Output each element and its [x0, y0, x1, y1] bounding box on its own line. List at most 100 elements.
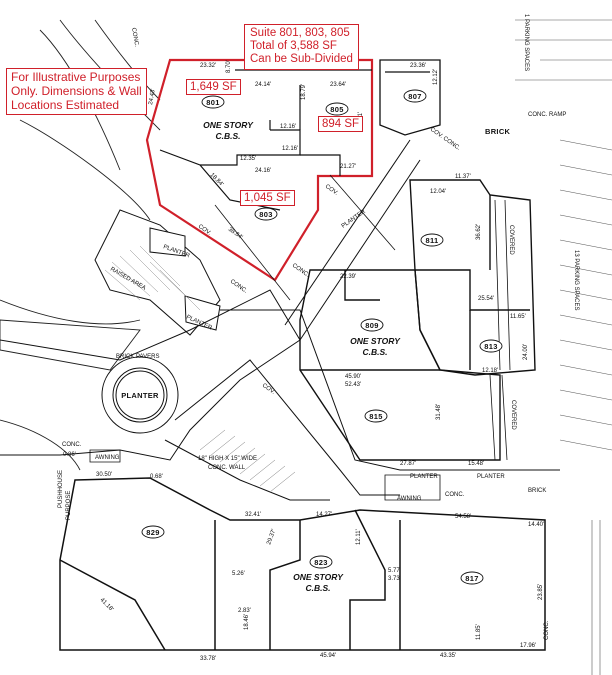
dim-2: 8.70' [226, 60, 232, 73]
dim-30: 14.40' [528, 522, 544, 528]
conc-label-bottom: CONC. [445, 492, 465, 498]
dim-32: 17.96' [520, 643, 536, 649]
dim-1: 23.32' [200, 63, 216, 69]
unit-809-label: 809 [365, 321, 378, 330]
cov-conc-label: COV. CONC. [429, 127, 461, 152]
dim-24: 31.48' [436, 404, 442, 420]
dim-4: 24.14' [255, 82, 271, 88]
dim-12: 21.27' [340, 164, 356, 170]
dim-41: 18.46' [244, 614, 250, 630]
dim-48: 12.18' [482, 368, 498, 374]
unit-815-label: 815 [369, 412, 382, 421]
dim-43: 2.83' [238, 608, 251, 614]
dim-45: 0.68' [150, 474, 163, 480]
dim-28: 14.27' [316, 512, 332, 518]
conc-diag-label: CONC. [291, 263, 311, 279]
wall-note-2: CONC. WALL [208, 465, 246, 471]
dim-16: 12.12' [433, 69, 439, 85]
covered-label-2: COVERED [510, 400, 516, 430]
planter-bottom-label-2: PLANTER [477, 474, 505, 480]
one-story-bottom: ONE STORY [293, 572, 344, 582]
dim-15: 23.36' [410, 63, 426, 69]
dim-26: 30.50' [96, 472, 112, 478]
sf-801-badge: 1,649 SF [186, 79, 241, 95]
dim-37: 29.37' [266, 528, 277, 545]
dim-39: 5.77' [388, 568, 401, 574]
dim-42: 5.26' [232, 571, 245, 577]
raised-area [94, 209, 221, 336]
dim-38: 12.11' [356, 529, 362, 545]
conc-top-label: CONC. [130, 27, 139, 47]
dim-8: 12.16' [280, 124, 296, 130]
cbs-middle: C.B.S. [362, 347, 387, 357]
covered-label-1: COVERED [508, 225, 514, 255]
dim-47: 15.48' [468, 461, 484, 467]
cbs-top: C.B.S. [215, 131, 240, 141]
awning-left-label: AWNING [95, 455, 120, 461]
dim-21: 36.62' [476, 224, 482, 240]
suite-info-line-3: Can be Sub-Divided [250, 53, 353, 66]
purpose-label: PURPOSE [66, 491, 72, 520]
pushhouse-label: PUSHHOUSE [58, 470, 64, 508]
unit-803-label: 803 [259, 210, 272, 219]
brick-label-top: BRICK [485, 127, 511, 136]
unit-807-label: 807 [408, 92, 421, 101]
sf-803-badge: 1,045 SF [240, 190, 295, 206]
parking-13-label: 13 PARKING SPACES [573, 250, 579, 310]
unit-817-label: 817 [465, 574, 478, 583]
wall-note-1: 18" HIGH X 15" WIDE [198, 456, 257, 462]
wall-hatch [199, 429, 296, 493]
unit-801-label: 801 [206, 98, 219, 107]
dim-49: 11.65' [510, 314, 526, 320]
dim-25: 27.87' [400, 461, 416, 467]
planter-diag-label: PLANTER [341, 208, 368, 229]
dim-6: 18.79' [301, 84, 307, 100]
dim-31: 23.85' [538, 584, 544, 600]
dim-36: 41.18' [99, 597, 115, 613]
bottom-building-walls [59, 477, 546, 651]
unit-numbers: 801 805 807 803 811 809 813 815 829 823 … [146, 92, 497, 583]
parking-lines [515, 19, 612, 675]
cov-label-3: COV. [324, 184, 339, 197]
planter-center-label: PLANTER [121, 391, 159, 400]
suite-info-line-2: Total of 3,588 SF [250, 40, 337, 53]
dim-27: 32.41' [245, 512, 261, 518]
disclaimer-callout: For Illustrative Purposes Only. Dimensio… [6, 68, 147, 116]
unit-829-label: 829 [146, 528, 159, 537]
awning-right-label: AWNING [397, 496, 422, 502]
dim-17: 12.04' [430, 189, 446, 195]
dim-33: 45.94' [320, 653, 336, 659]
unit-813-label: 813 [484, 342, 497, 351]
conc-ramp-label: CONC. RAMP [528, 112, 566, 118]
suite-info-callout: Suite 801, 803, 805 Total of 3,588 SF Ca… [244, 24, 359, 70]
plaza [0, 289, 301, 461]
dim-9: 12.35' [240, 156, 256, 162]
dim-29: 54.58' [455, 514, 471, 520]
dim-14: 38.84' [227, 227, 244, 241]
planter-bottom-label-1: PLANTER [410, 474, 438, 480]
dim-19: 22.39' [340, 274, 356, 280]
dim-44: 0.86' [63, 452, 76, 458]
dim-40: 3.73' [388, 576, 401, 582]
unit-badges [141, 89, 503, 585]
disclaimer-line-3: Locations Estimated [11, 97, 120, 112]
conc-diag-label-2: CONC. [229, 279, 249, 295]
one-story-middle: ONE STORY [350, 336, 401, 346]
unit-823-label: 823 [314, 558, 327, 567]
raised-hatch [104, 245, 201, 311]
dim-5: 23.64' [330, 82, 346, 88]
one-story-top: ONE STORY [203, 120, 254, 130]
parking-1-label: 1 PARKING SPACES [523, 14, 529, 71]
disclaimer-line-2: Only. Dimensions & Wall [11, 83, 142, 98]
dim-46: 11.85' [476, 624, 482, 640]
conc-right-label: CONC. [544, 620, 550, 640]
dim-23: 52.43' [345, 382, 361, 388]
dim-3: 24.43' [148, 88, 157, 105]
dim-18: 11.37' [455, 174, 471, 180]
building-type-labels: ONE STORY C.B.S. ONE STORY C.B.S. ONE ST… [203, 120, 401, 593]
middle-building-walls [299, 269, 501, 461]
dim-20: 25.54' [478, 296, 494, 302]
dim-10: 12.16' [282, 146, 298, 152]
suite-info-line-1: Suite 801, 803, 805 [250, 27, 350, 39]
